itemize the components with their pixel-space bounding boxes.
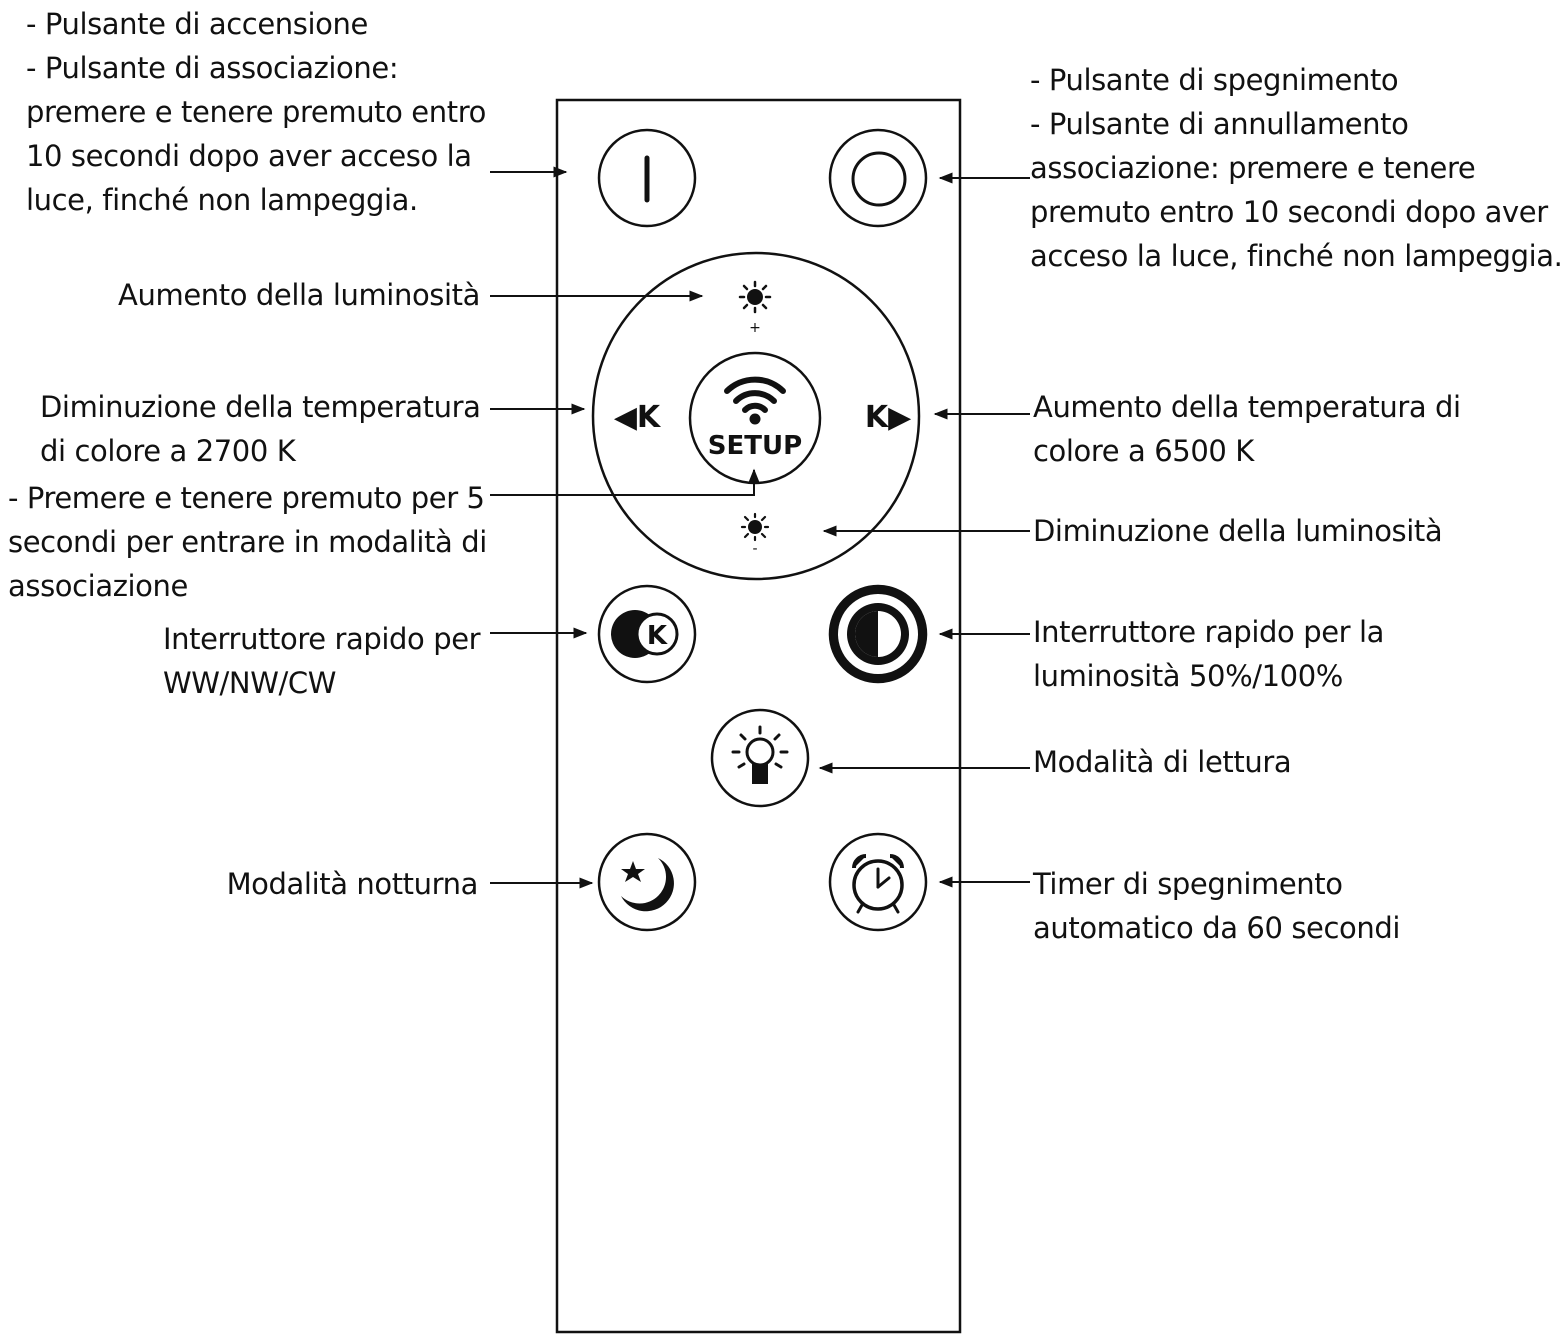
label-power-on: - Pulsante di accensione - Pulsante di a… [26, 7, 486, 217]
label-night-mode: Modalità notturna [226, 867, 479, 901]
plus-sign: + [749, 320, 761, 336]
remote-body [555, 98, 962, 1334]
moon-star-icon [621, 858, 674, 912]
label-temp-down: Diminuzione della temperatura di colore … [40, 390, 481, 468]
timer-button[interactable] [828, 832, 928, 932]
label-temp-up: Aumento della temperatura di colore a 65… [1033, 390, 1461, 468]
sun-plus-icon [738, 280, 772, 314]
night-mode-button[interactable] [597, 832, 697, 932]
setup-button[interactable]: SETUP [688, 351, 822, 485]
minus-sign: - [752, 541, 757, 557]
k-badge: K [647, 621, 668, 651]
power-off-icon [851, 151, 907, 207]
cct-switch-button[interactable]: K [597, 584, 697, 684]
label-brightness-down: Diminuzione della luminosità [1033, 514, 1443, 548]
label-cct-switch: Interruttore rapido per WW/NW/CW [163, 622, 481, 700]
setup-label: SETUP [708, 431, 802, 461]
arrow-setup [490, 468, 760, 496]
brightness-switch-button[interactable] [828, 584, 928, 684]
label-brightness-switch: Interruttore rapido per la luminosità 50… [1033, 615, 1385, 693]
sun-minus-icon [740, 512, 770, 542]
temp-down-button[interactable]: ◀K [614, 400, 662, 435]
label-reading-mode: Modalità di lettura [1033, 745, 1292, 779]
power-on-button[interactable] [597, 128, 697, 228]
reading-lamp-icon [731, 725, 789, 784]
wifi-icon [724, 376, 786, 413]
power-off-button[interactable] [828, 128, 928, 228]
alarm-clock-icon [852, 854, 904, 914]
label-brightness-up: Aumento della luminosità [118, 278, 480, 312]
reading-mode-button[interactable] [710, 708, 810, 808]
label-setup: - Premere e tenere premuto per 5 secondi… [8, 481, 487, 603]
brightness-up-button[interactable]: + [738, 280, 772, 336]
label-timer: Timer di spegnimento automatico da 60 se… [1033, 867, 1401, 945]
label-power-off: - Pulsante di spegnimento - Pulsante di … [1030, 63, 1562, 273]
half-circle-icon [847, 603, 909, 665]
brightness-down-button[interactable]: - [740, 512, 770, 557]
temp-up-button[interactable]: K▶ [865, 400, 911, 435]
